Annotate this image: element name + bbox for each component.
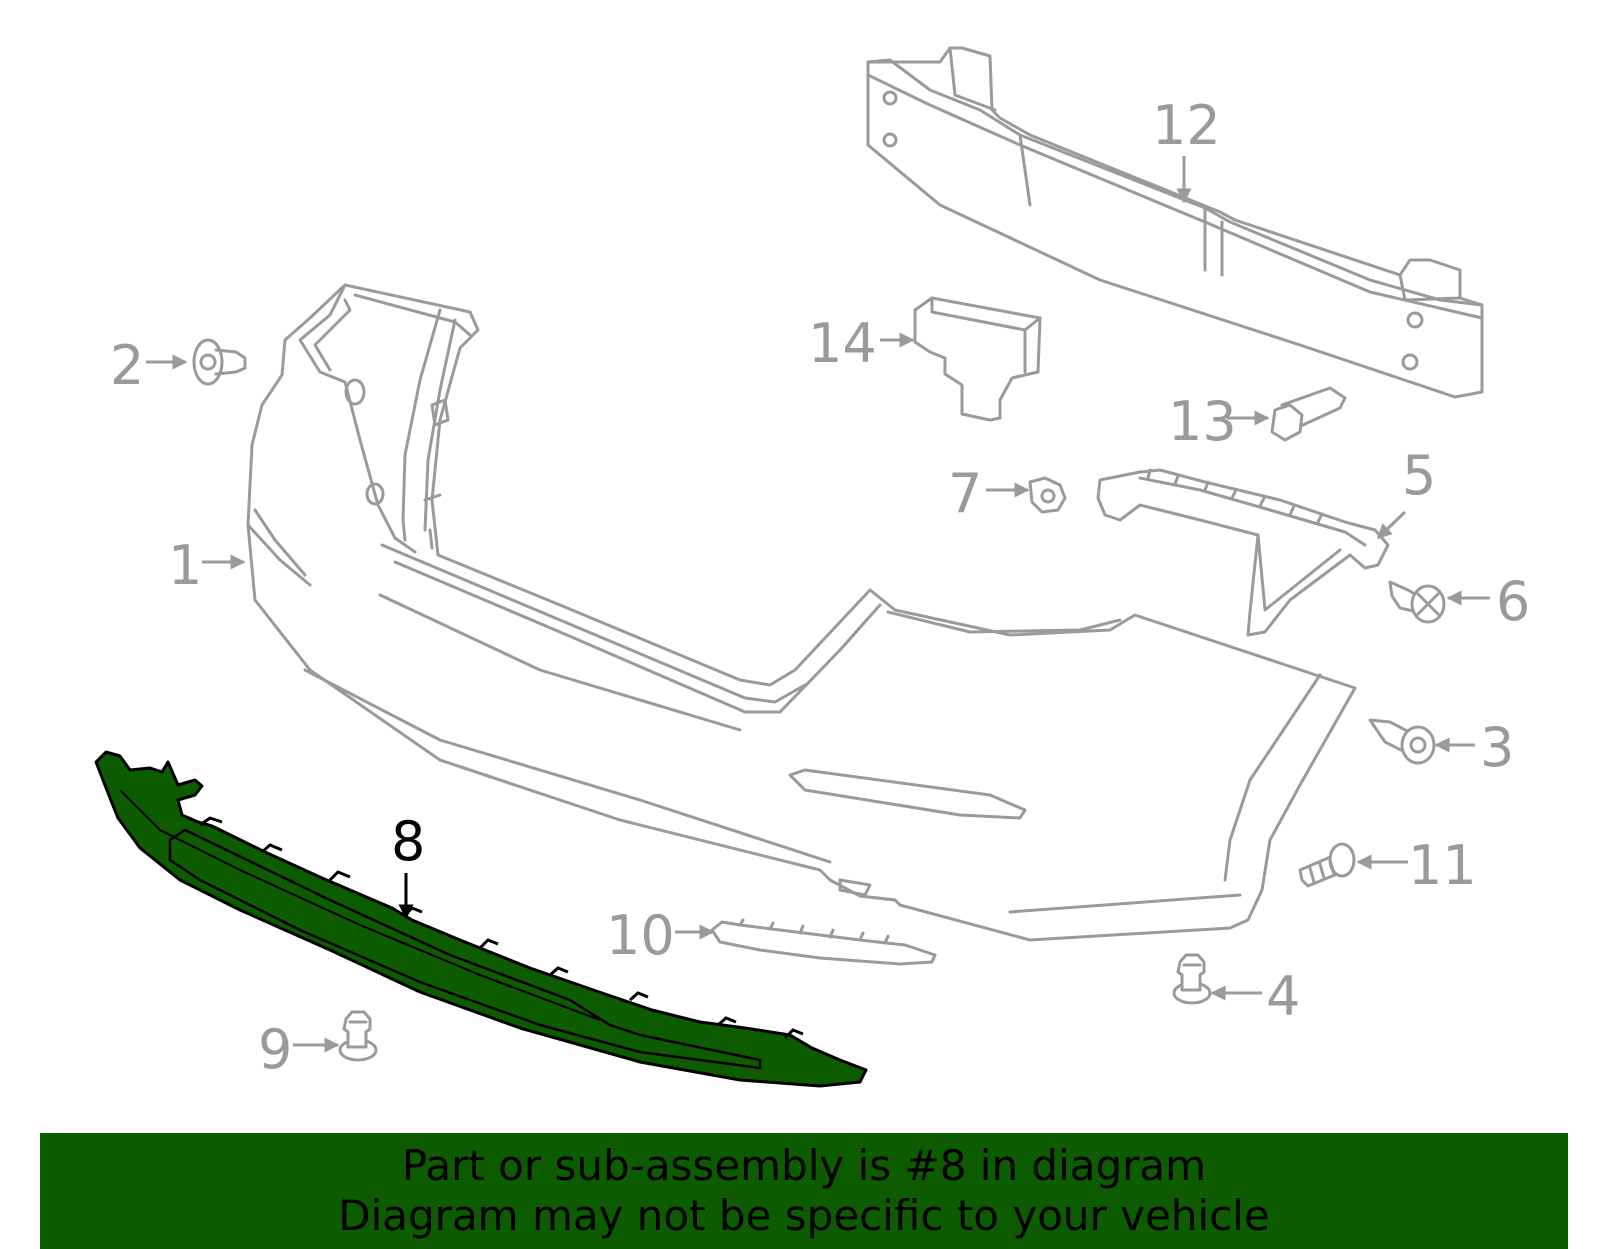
callout-5: 5 xyxy=(1402,444,1436,507)
bumper-cover-part-1 xyxy=(246,283,1357,942)
callout-14: 14 xyxy=(808,312,877,375)
callout-numbers: 1 2 3 4 5 6 7 8 9 10 11 12 13 14 xyxy=(110,94,1530,1081)
bolt-part-13 xyxy=(1270,386,1347,442)
nut-part-7 xyxy=(1028,476,1067,514)
screw-part-11 xyxy=(1298,842,1356,888)
callout-6: 6 xyxy=(1496,570,1530,633)
callout-8: 8 xyxy=(391,810,425,873)
callout-9: 9 xyxy=(258,1018,292,1081)
lower-garnish-part-8 xyxy=(94,750,868,1088)
screw-part-6 xyxy=(1388,580,1446,624)
callout-13: 13 xyxy=(1168,390,1237,453)
screw-part-3 xyxy=(1368,718,1436,765)
push-clip-part-9 xyxy=(338,1010,378,1062)
clip-part-2 xyxy=(192,338,247,386)
notice-banner: Part or sub-assembly is #8 in diagram Di… xyxy=(40,1133,1568,1249)
callout-11: 11 xyxy=(1408,834,1477,897)
callout-4: 4 xyxy=(1266,965,1300,1028)
push-clip-part-4 xyxy=(1172,953,1212,1005)
bracket-part-5 xyxy=(1096,468,1390,637)
callout-2: 2 xyxy=(110,334,144,397)
callout-12: 12 xyxy=(1152,94,1221,157)
banner-line-2: Diagram may not be specific to your vehi… xyxy=(338,1191,1270,1240)
banner-line-1: Part or sub-assembly is #8 in diagram xyxy=(401,1141,1207,1190)
callout-10: 10 xyxy=(606,904,675,967)
callout-1: 1 xyxy=(168,534,202,597)
absorber-part-14 xyxy=(913,296,1042,422)
leader-lines xyxy=(146,156,1490,1053)
reinforcement-beam-part-12 xyxy=(866,46,1484,399)
callout-3: 3 xyxy=(1480,716,1514,779)
reflector-part-10 xyxy=(710,918,937,966)
callout-7: 7 xyxy=(948,462,982,525)
